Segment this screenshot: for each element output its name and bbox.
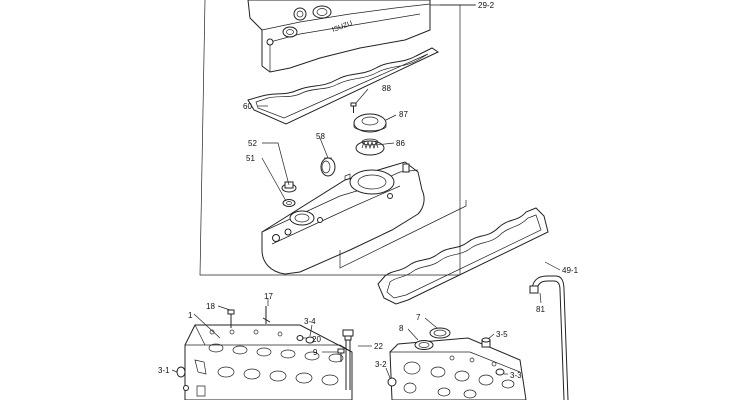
callout-9: 9 [313, 348, 318, 357]
callout-20: 20 [312, 335, 321, 344]
callout-88: 88 [382, 84, 391, 93]
callout-1: 1 [188, 311, 193, 320]
cylinder-head-right [389, 337, 527, 400]
callout-52: 52 [248, 139, 257, 148]
head-cover-gasket-49-1 [377, 207, 549, 305]
plug-3-4 [305, 336, 315, 344]
breather-pipe-81 [529, 275, 569, 400]
plug-3-3 [495, 368, 505, 376]
upper-cover-gasket [247, 47, 440, 125]
callout-3-2: 3-2 [375, 360, 387, 369]
bolt-22 [342, 329, 354, 390]
callout-81: 81 [536, 305, 545, 314]
cover-shadow-plate [339, 200, 467, 269]
lower-rocker-cover [261, 161, 425, 275]
callout-17: 17 [264, 292, 273, 301]
callout-29-2: 29-2 [478, 1, 495, 10]
callout-7: 7 [416, 313, 421, 322]
callout-86: 86 [396, 139, 405, 148]
upper-rocker-cover: ISUZU [247, 0, 431, 73]
callout-22: 22 [374, 342, 383, 351]
seal-ring-8 [414, 340, 434, 350]
seal-ring-7 [429, 327, 451, 339]
callout-87: 87 [399, 110, 408, 119]
cylinder-head-left [184, 324, 353, 400]
callout-8: 8 [399, 324, 404, 333]
plug-3-1 [176, 366, 186, 378]
breather-element-86 [355, 138, 385, 156]
screw-88 [350, 102, 357, 113]
plug-3-5 [481, 337, 491, 348]
bolt-18 [227, 309, 235, 328]
leader-lines [171, 4, 561, 379]
callout-60: 60 [243, 102, 252, 111]
callout-18: 18 [206, 302, 215, 311]
callout-3-4: 3-4 [304, 317, 316, 326]
callout-49-1: 49-1 [562, 266, 579, 275]
cover-washer-51 [282, 199, 296, 207]
callout-labels: 29-2 60 88 87 58 52 86 51 49-1 81 18 17 … [158, 1, 579, 380]
oil-filler-cap-58 [320, 157, 336, 177]
stud-17 [262, 306, 271, 324]
callout-51: 51 [246, 154, 255, 163]
callout-58: 58 [316, 132, 325, 141]
callout-3-5: 3-5 [496, 330, 508, 339]
bolt-9 [337, 348, 345, 362]
breather-cap-87 [353, 113, 387, 133]
plug-3-2 [387, 377, 397, 387]
cover-nut-52 [281, 181, 297, 193]
dowel-left [183, 385, 189, 391]
callout-3-1: 3-1 [158, 366, 170, 375]
callout-3-3: 3-3 [510, 371, 522, 380]
